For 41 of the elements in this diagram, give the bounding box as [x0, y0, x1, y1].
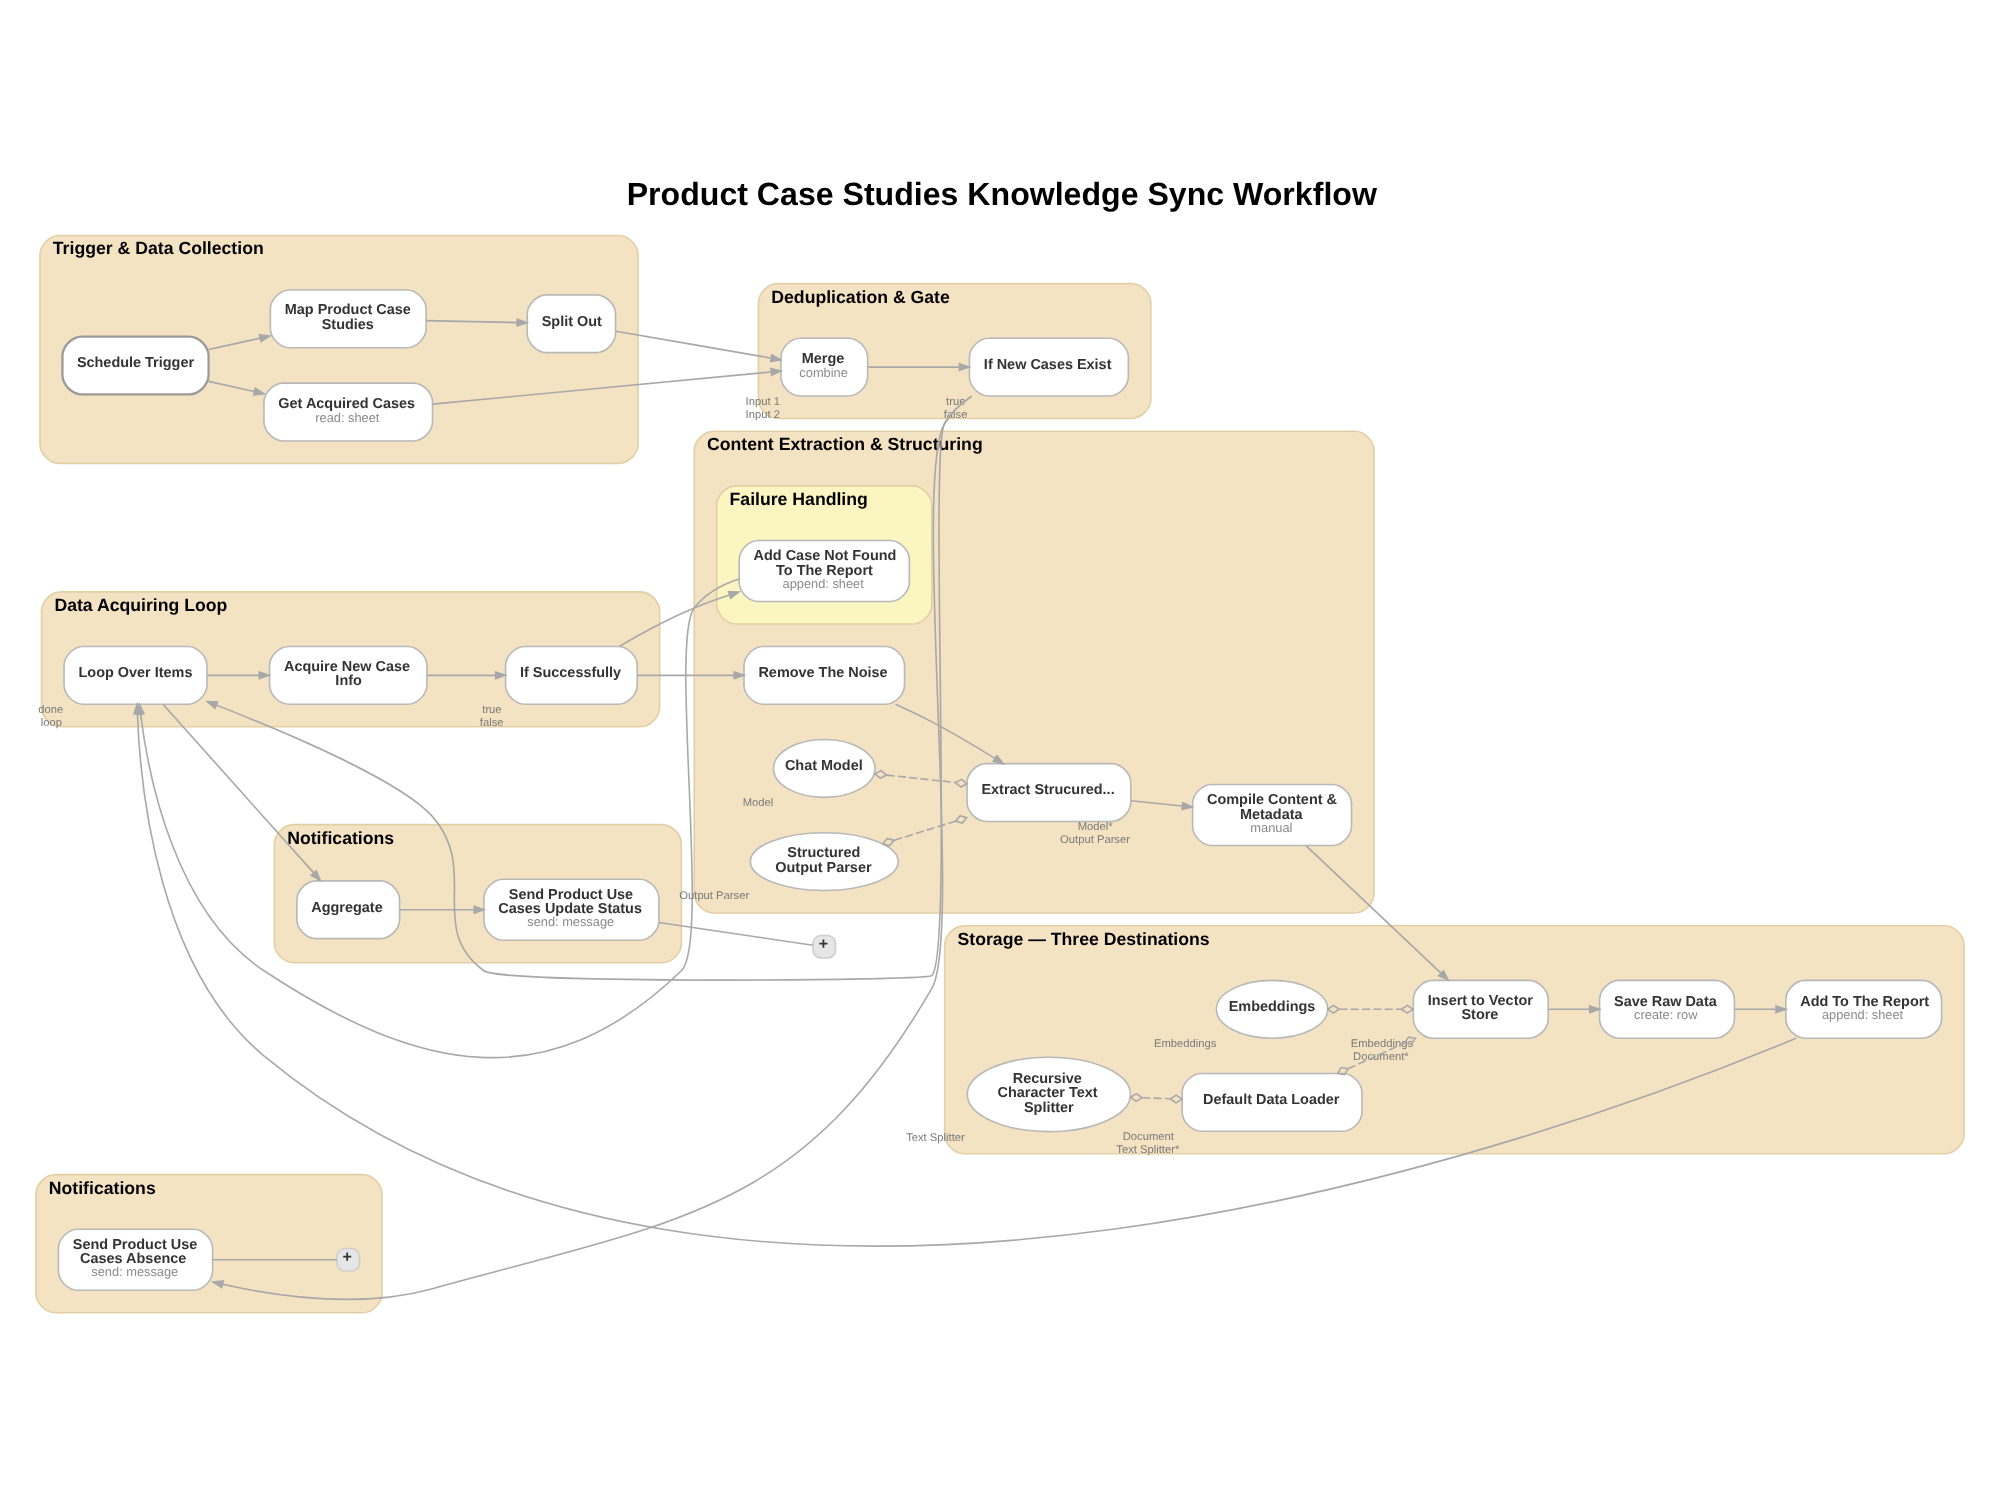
arrow — [615, 330, 784, 363]
connector — [1336, 1036, 1417, 1076]
connector — [658, 921, 814, 947]
arrow — [1130, 799, 1195, 811]
node-ellipse: Recursive Character Text Splitter — [966, 1056, 1132, 1133]
node-ellipse: Embeddings — [1215, 979, 1329, 1039]
arrow — [425, 318, 530, 328]
arrow — [618, 590, 742, 647]
node-box: Aggregate — [296, 880, 401, 940]
diagram-title: Product Case Studies Knowledge Sync Workflow — [626, 176, 1377, 213]
arrow — [210, 395, 973, 1300]
arrow — [867, 362, 972, 372]
connector — [211, 1258, 338, 1261]
node-box: If Successfully — [504, 645, 639, 706]
connector — [1129, 1092, 1184, 1104]
connector — [881, 814, 969, 847]
arrow — [162, 703, 322, 882]
node-box: Remove The Noise — [743, 645, 906, 706]
arrow — [1547, 1004, 1602, 1014]
node-box: Extract Strucured... — [966, 762, 1132, 823]
arrow — [636, 670, 747, 680]
arrow — [1305, 845, 1450, 982]
node-box: Map Product Case Studies — [269, 289, 427, 349]
arrow — [206, 670, 272, 680]
node-box: Schedule Trigger — [61, 335, 210, 396]
node-box: Default Data Loader — [1181, 1072, 1363, 1133]
arrow — [398, 905, 487, 915]
arrow — [894, 703, 1006, 765]
arrow — [1733, 1004, 1789, 1014]
connector — [1326, 1004, 1415, 1015]
arrow — [426, 670, 508, 680]
node-box: If New Cases Exist — [968, 337, 1130, 397]
node-box: Insert to Vector Store — [1412, 979, 1549, 1039]
node-box: Acquire New Case Info — [268, 645, 428, 706]
connector — [873, 769, 969, 788]
node-ellipse: Chat Model — [772, 738, 876, 799]
arrow — [207, 333, 273, 351]
arrow — [207, 380, 267, 396]
node-box: Loop Over Items — [63, 645, 208, 706]
arrow — [431, 367, 784, 405]
node-box: Split Out — [526, 294, 617, 354]
